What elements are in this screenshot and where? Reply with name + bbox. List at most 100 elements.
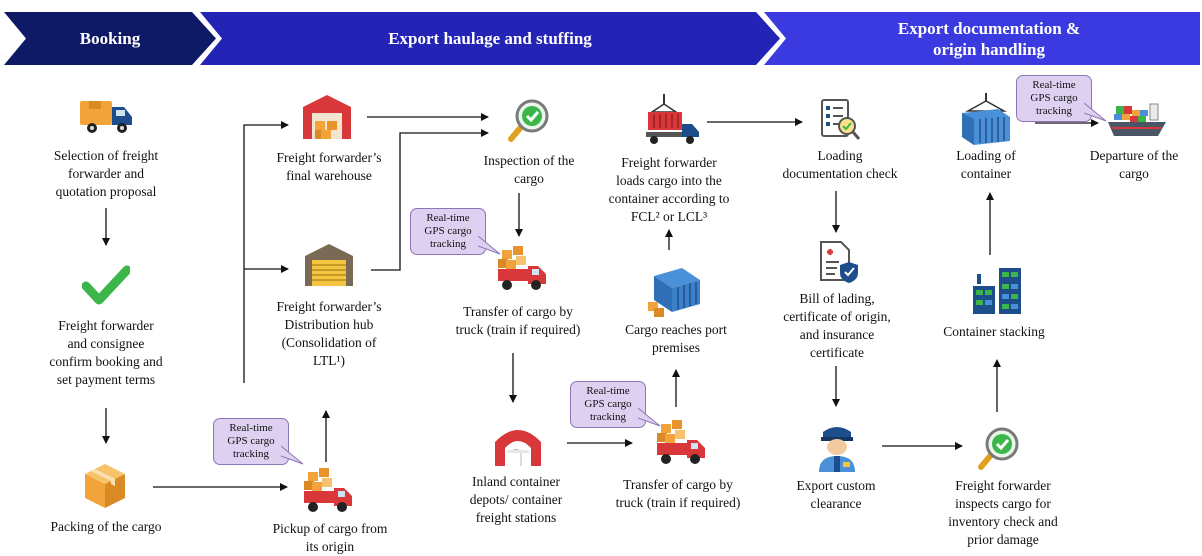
label-line: Transfer of cargo by [463, 304, 573, 319]
label-line: Loading of [956, 148, 1016, 163]
label-line: Freight forwarder [955, 478, 1051, 493]
step-pickup-label: Pickup of cargo from its origin [250, 520, 410, 556]
step-port-label: Cargo reaches port premises [596, 321, 756, 357]
label-line: certificate of origin, [783, 309, 891, 324]
arrow-to-warehouse [243, 121, 289, 383]
green-check-icon [82, 265, 130, 305]
label-line: Pickup of cargo from [272, 521, 388, 536]
arrow-hub-to-inspection [371, 129, 489, 271]
step-transfer2-label: Transfer of cargo by truck (train if requ… [598, 476, 758, 512]
label-line: set payment terms [56, 372, 156, 387]
banner-haulage: Export haulage and stuffing [200, 12, 780, 65]
bubble-line: tracking [429, 238, 467, 250]
banner-documentation-line2: origin handling [933, 39, 1045, 59]
label-line: Departure of the [1089, 148, 1179, 163]
label-line: freight stations [475, 510, 557, 525]
bubble-tail [281, 446, 304, 465]
label-line: premises [652, 340, 700, 355]
step-stacking-label: Container stacking [914, 323, 1074, 341]
step-bill-label: Bill of lading, certificate of origin, and… [757, 290, 917, 362]
label-line: (Consolidation of [281, 335, 377, 350]
banner-documentation-label: Export documentation &origin handling [778, 12, 1200, 65]
delivery-van-icon [80, 101, 132, 133]
cardboard-box-icon [85, 464, 125, 508]
step-warehouse-label: Freight forwarder’s final warehouse [249, 149, 409, 185]
banner-haulage-label: Export haulage and stuffing [388, 29, 592, 48]
label-line: Packing of the cargo [50, 519, 162, 534]
label-line: certificate [810, 345, 864, 360]
label-line: its origin [305, 539, 355, 554]
bubble-line: Real-time [426, 212, 470, 224]
label-line: Inland container [471, 474, 561, 489]
label-line: Container stacking [943, 324, 1045, 339]
container-stack-icon [973, 268, 1021, 314]
label-line: clearance [810, 496, 862, 511]
label-line: cargo [1119, 166, 1149, 181]
bubble-line: GPS cargo [584, 398, 632, 410]
bubble-line: GPS cargo [1030, 92, 1078, 104]
label-line: Freight forwarder [58, 318, 154, 333]
distribution-hub-icon [305, 244, 353, 286]
bubble-tail [478, 236, 501, 255]
label-line: prior damage [967, 532, 1039, 547]
step-confirm-label: Freight forwarder and consignee confirm bo… [26, 317, 186, 389]
label-line: Selection of freight [53, 148, 159, 163]
label-line: and consignee [67, 336, 145, 351]
label-line: Freight forwarder [621, 155, 717, 170]
label-line: final warehouse [286, 168, 372, 183]
label-line: forwarder and [67, 166, 145, 181]
cargo-truck-icon-1 [498, 246, 546, 290]
bubble-line: tracking [589, 411, 627, 423]
label-line: confirm booking and [49, 354, 163, 369]
banner-documentation: Export documentation &origin handling [764, 12, 1200, 65]
label-line: FCL² or LCL³ [630, 209, 708, 224]
label-line: cargo [514, 171, 544, 186]
label-line: Transfer of cargo by [623, 477, 733, 492]
label-line: Cargo reaches port [625, 322, 727, 337]
label-line: documentation check [782, 166, 898, 181]
customs-officer-icon [819, 427, 855, 472]
bubble-line: Real-time [1032, 79, 1076, 91]
label-line: Distribution hub [284, 317, 374, 332]
bubble-line: tracking [1035, 105, 1073, 117]
bubble-tail [1084, 103, 1107, 122]
step-selection-label: Selection of freight forwarder and quotati… [26, 147, 186, 201]
step-transfer1-label: Transfer of cargo by truck (train if requ… [438, 303, 598, 339]
container-crane-icon [646, 94, 699, 144]
label-line: depots/ container [469, 492, 563, 507]
label-line: container [960, 166, 1012, 181]
magnifier-check-icon-2 [978, 427, 1019, 470]
bubble-tail [638, 408, 661, 427]
lifted-container-icon [962, 93, 1010, 145]
label-line: and insurance [799, 327, 875, 342]
step-inspection-label: Inspection of the cargo [449, 152, 609, 188]
port-container-icon [648, 268, 700, 317]
label-line: truck (train if required) [455, 322, 581, 337]
depot-building-icon [495, 430, 541, 466]
bubble-line: Real-time [586, 385, 630, 397]
bubble-line: GPS cargo [227, 435, 275, 447]
label-line: Loading [817, 148, 863, 163]
label-line: quotation proposal [55, 184, 157, 199]
label-line: Freight forwarder’s [276, 150, 382, 165]
banner-documentation-line1: Export documentation & [897, 18, 1081, 38]
step-packing-label: Packing of the cargo [26, 518, 186, 536]
label-line: truck (train if required) [615, 495, 741, 510]
cargo-truck-icon-2 [657, 420, 705, 464]
label-line: Export custom [796, 478, 876, 493]
step-customs-label: Export custom clearance [756, 477, 916, 513]
bubble-line: tracking [232, 448, 270, 460]
label-line: Inspection of the [483, 153, 575, 168]
checklist-icon [821, 99, 861, 140]
label-line: Bill of lading, [799, 291, 875, 306]
warehouse-icon [303, 95, 351, 139]
bubble-line: Real-time [229, 422, 273, 434]
magnifier-check-icon [508, 99, 549, 142]
label-line: LTL¹) [312, 353, 346, 368]
